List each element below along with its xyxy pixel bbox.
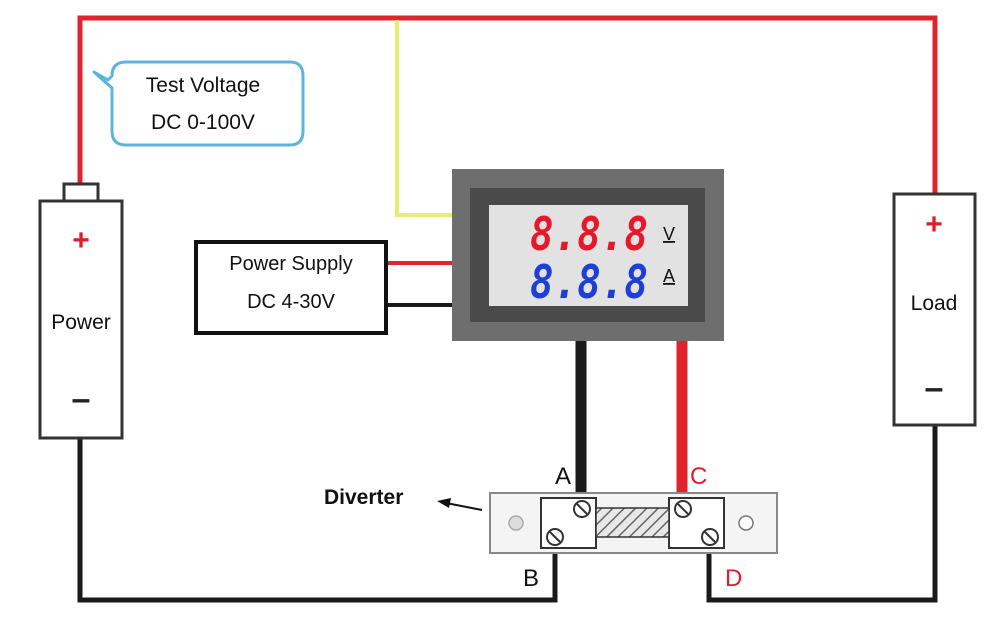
load-body [892, 192, 977, 427]
power-supply-line-2: DC 4-30V [247, 291, 335, 313]
screw-a [573, 500, 591, 518]
load-return-wire [706, 425, 938, 603]
volt-amp-meter: 8.8.8 V 8.8.8 A [452, 169, 724, 341]
right-mount-hole [738, 515, 754, 531]
negative-return-wire [77, 438, 558, 603]
test-voltage-callout: Test Voltage DC 0-100V [92, 60, 305, 147]
voltage-display: 8.8.8 [530, 207, 648, 261]
left-mount-hole [508, 515, 524, 531]
screw-b [546, 528, 564, 546]
battery-minus-sign: – [72, 380, 91, 418]
callout-line-2: DC 0-100V [151, 111, 255, 134]
battery-plus-sign: + [72, 224, 90, 257]
screw-d [701, 528, 719, 546]
meter-screen [489, 205, 688, 306]
diverter-pointer-arrow [437, 498, 483, 511]
current-display: 8.8.8 [530, 255, 648, 309]
yellow-sense-wire [395, 20, 452, 217]
red-top-wire [77, 15, 938, 195]
power-supply-line-1: Power Supply [229, 253, 352, 275]
battery-body [38, 199, 124, 440]
battery-label: Power [51, 311, 111, 334]
load-minus-sign: – [925, 369, 944, 407]
shunt-diverter [489, 492, 778, 554]
screw-c [674, 500, 692, 518]
wires [77, 15, 938, 603]
load-plus-sign: + [925, 208, 943, 241]
terminal-a-label: A [555, 463, 571, 490]
battery-terminal-cap [62, 182, 100, 203]
terminal-b-label: B [523, 565, 539, 592]
shunt-resistor-element [595, 507, 670, 538]
voltage-unit: V [663, 224, 675, 244]
load-label: Load [911, 292, 958, 315]
terminal-c-label: C [690, 463, 707, 490]
current-unit: A [663, 266, 675, 286]
power-supply-box: Power Supply DC 4-30V [194, 240, 388, 335]
terminal-d-label: D [725, 565, 742, 592]
diverter-label: Diverter [324, 486, 403, 509]
callout-line-1: Test Voltage [146, 74, 260, 97]
power-battery: + Power – [38, 182, 124, 440]
load-box: + Load – [892, 192, 977, 427]
